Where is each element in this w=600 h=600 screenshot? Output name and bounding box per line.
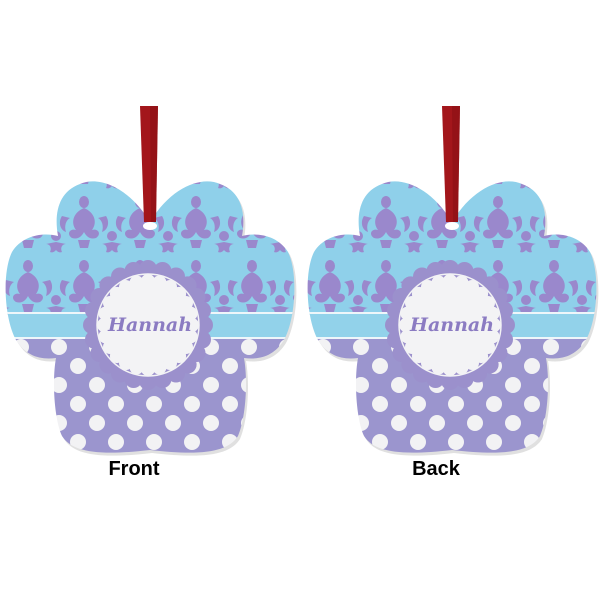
personalized-name: Hannah bbox=[409, 314, 494, 336]
caption-front: Front bbox=[108, 458, 160, 480]
ornament-back: Hannah Back bbox=[302, 0, 600, 600]
name-badge: Hannah bbox=[385, 260, 515, 390]
ornament-front: Hannah Front bbox=[5, 106, 297, 480]
ribbon bbox=[442, 106, 460, 230]
caption-back: Back bbox=[412, 458, 460, 480]
hanging-hole bbox=[445, 222, 459, 230]
paw-ornament-back-graphic: Hannah bbox=[307, 106, 599, 456]
name-badge: Hannah bbox=[83, 260, 213, 390]
personalized-name: Hannah bbox=[107, 314, 192, 336]
ribbon bbox=[140, 106, 158, 230]
hanging-hole bbox=[143, 222, 157, 230]
paw-ornament-front-graphic: Hannah bbox=[5, 106, 297, 456]
